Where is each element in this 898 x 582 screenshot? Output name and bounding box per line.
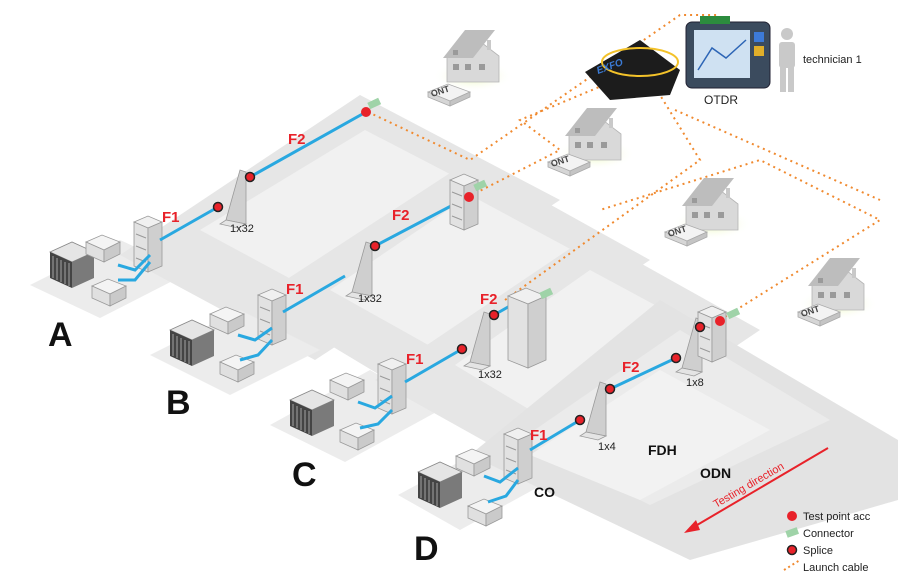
splice-icon: [694, 321, 706, 333]
splice-icon: [786, 544, 798, 556]
scenario-d: [417, 305, 741, 527]
otdr-label: OTDR: [704, 93, 738, 107]
scenario-b: [169, 173, 488, 383]
launch-cables: [367, 14, 883, 321]
connector-icon: [473, 179, 488, 192]
legend: [783, 511, 801, 571]
scenario-d-splitter-2: 1x8: [686, 377, 704, 389]
splice-icon: [488, 309, 500, 321]
legend-test-point-label: Test point acc: [803, 511, 871, 523]
scenario-b-splitter: 1x32: [358, 293, 382, 305]
otdr-device: [685, 16, 771, 89]
connector-icon: [367, 97, 382, 110]
scenario-a-f1: F1: [162, 209, 180, 226]
scenario-d-letter: D: [414, 530, 439, 568]
technician-label: technician 1: [803, 54, 862, 66]
scenario-a-f2: F2: [288, 131, 306, 148]
splice-icon: [369, 240, 381, 252]
scenario-c-splitter: 1x32: [478, 369, 502, 381]
splice-icon: [212, 201, 224, 213]
legend-splice-label: Splice: [803, 545, 833, 557]
scenario-c-f1: F1: [406, 351, 424, 368]
scenario-b-f1: F1: [286, 281, 304, 298]
odn-label: ODN: [700, 465, 731, 481]
scenario-a-letter: A: [48, 316, 73, 354]
splice-icon: [574, 414, 586, 426]
test-point-icon: [464, 192, 474, 202]
splice-icon: [670, 352, 682, 364]
test-point-icon: [361, 107, 371, 117]
scenario-d-f2: F2: [622, 359, 640, 376]
scenario-c-f2: F2: [480, 291, 498, 308]
legend-connector-label: Connector: [803, 528, 854, 540]
connector-icon: [539, 287, 554, 300]
scenario-b-f2: F2: [392, 207, 410, 224]
test-point-icon: [715, 316, 725, 326]
co-label: CO: [534, 484, 555, 500]
connector-icon: [785, 527, 800, 538]
splice-icon: [604, 383, 616, 395]
connector-icon: [726, 307, 741, 320]
fdh-cabinet: [506, 287, 548, 369]
scenario-b-letter: B: [166, 384, 191, 422]
legend-launch-cable-label: Launch cable: [803, 562, 868, 574]
testing-direction-arrow: [684, 447, 829, 533]
scenario-d-splitter-1: 1x4: [598, 441, 616, 453]
splice-icon: [456, 343, 468, 355]
fdh-label: FDH: [648, 442, 677, 458]
launch-cable-icon: [783, 559, 801, 571]
scenario-a: [49, 97, 382, 307]
launch-cable-bag: EXFO: [585, 40, 680, 100]
scenario-a-splitter: 1x32: [230, 223, 254, 235]
scenario-c: [289, 287, 554, 451]
scenario-c-letter: C: [292, 456, 317, 494]
test-point-icon: [787, 511, 797, 521]
platform-d: [398, 300, 898, 560]
technician-icon: [779, 28, 795, 92]
scenario-d-f1: F1: [530, 427, 548, 444]
splice-icon: [244, 171, 256, 183]
house-1: [432, 29, 514, 93]
